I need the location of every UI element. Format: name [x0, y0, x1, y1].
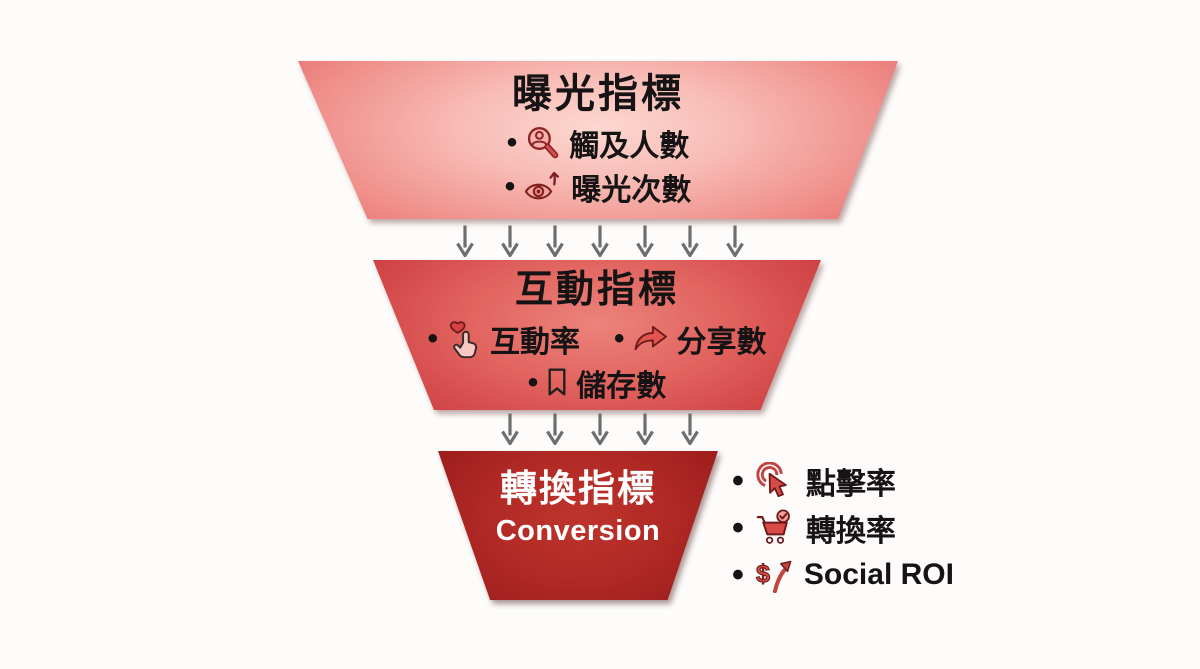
metric-reach: • 觸及人數: [506, 121, 690, 165]
bullet: •: [427, 321, 438, 355]
tier-conversion-title: 轉換指標: [500, 468, 656, 509]
down-arrow-icon: [456, 225, 474, 257]
tier-exposure-title: 曝光指標: [512, 72, 684, 116]
down-arrow-icon: [636, 413, 654, 445]
funnel-tier-exposure: 曝光指標 • 觸: [298, 61, 898, 219]
metric-shares-label: 分享數: [676, 325, 767, 359]
bullet: •: [506, 126, 518, 159]
arrow-row-engagement-conversion: [501, 412, 699, 445]
tap-heart-icon: [446, 319, 482, 359]
down-arrow-icon: [681, 413, 699, 445]
metric-conversion-rate-label: 轉換率: [805, 515, 896, 548]
metric-reach-label: 觸及人數: [569, 130, 690, 163]
bullet: •: [504, 170, 516, 203]
metric-impressions-label: 曝光次數: [571, 174, 692, 207]
metric-social-roi: • $ Social ROI: [732, 553, 954, 597]
metric-click-rate-label: 點擊率: [805, 468, 896, 501]
metric-engagement-rate: • 互動率: [427, 317, 580, 361]
bullet: •: [527, 365, 539, 399]
down-arrow-icon: [501, 413, 519, 445]
metric-impressions: • 曝光次數: [505, 165, 692, 209]
down-arrow-icon: [546, 225, 564, 257]
user-search-icon: [525, 125, 561, 161]
metric-click-rate: • 點擊率: [732, 459, 954, 503]
metric-conversion-rate: • 轉換率: [732, 506, 954, 550]
bookmark-icon: [546, 367, 568, 398]
click-icon: [755, 462, 795, 500]
funnel-tier-conversion: 轉換指標 Conversion: [438, 451, 718, 600]
bullet: •: [732, 509, 744, 547]
down-arrow-icon: [681, 225, 699, 257]
share-arrow-icon: [633, 324, 669, 354]
dollar-up-icon: $: [755, 557, 793, 593]
eye-up-icon: [523, 169, 563, 205]
bullet: •: [732, 556, 744, 594]
down-arrow-icon: [546, 413, 564, 445]
tier-engagement-title: 互動指標: [514, 269, 679, 311]
bullet: •: [614, 321, 625, 355]
down-arrow-icon: [501, 225, 519, 257]
down-arrow-icon: [636, 225, 654, 257]
metric-saves-label: 儲存數: [576, 369, 667, 403]
cart-check-icon: [755, 509, 795, 547]
metric-saves: • 儲存數: [528, 361, 667, 405]
tier-conversion-subtitle: Conversion: [495, 514, 661, 547]
arrow-row-exposure-engagement: [456, 224, 744, 257]
funnel-tier-engagement: 互動指標 • 互動率 •: [373, 260, 821, 410]
bullet: •: [732, 462, 744, 500]
down-arrow-icon: [591, 413, 609, 445]
svg-text:$: $: [756, 560, 770, 588]
down-arrow-icon: [726, 225, 744, 257]
metric-social-roi-label: Social ROI: [803, 558, 954, 591]
metric-shares: • 分享數: [614, 317, 767, 361]
metric-engagement-rate-label: 互動率: [490, 325, 580, 359]
conversion-metrics-list: • 點擊率 • 轉: [732, 459, 954, 597]
down-arrow-icon: [591, 225, 609, 257]
